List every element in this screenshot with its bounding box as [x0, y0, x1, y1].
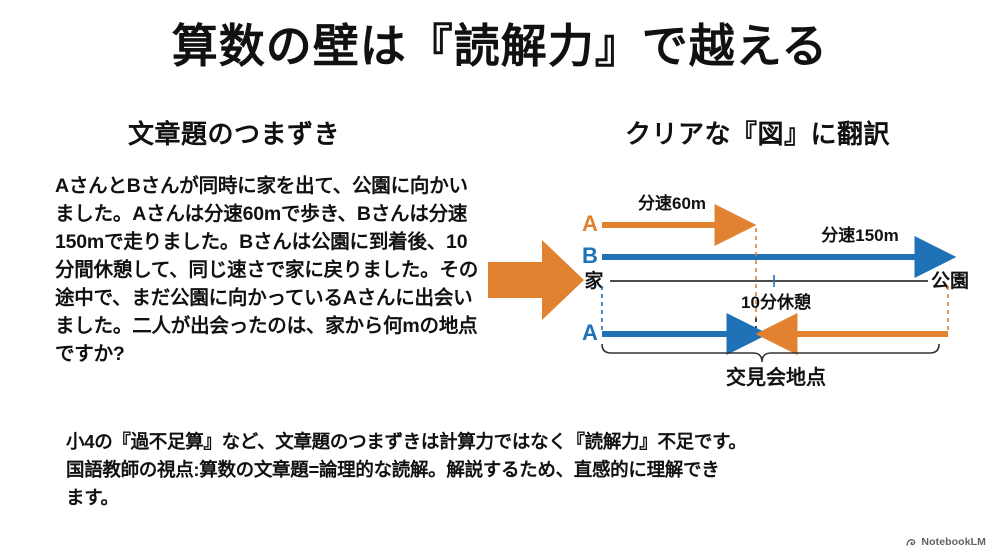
diagram-row2-speed-label: 分速150m — [821, 225, 898, 245]
problem-statement-text: AさんとBさんが同時に家を出て、公園に向かいました。Aさんは分速60mで歩き、B… — [55, 175, 479, 366]
summary-line-1: 小4の『過不足算』など、文章題のつまずきは計算力ではなく『読解力』不足です。 — [66, 431, 747, 452]
notebooklm-watermark: NotebookLM — [906, 536, 986, 548]
right-block-arrow-icon — [488, 240, 584, 320]
notebooklm-logo-icon — [906, 538, 916, 546]
diagram-row2-label: B — [582, 243, 598, 268]
page-title: 算数の壁は『読解力』で越える — [171, 20, 829, 72]
axis-end-label: 公園 — [931, 270, 969, 292]
left-column-heading: 文章題のつまずき — [128, 119, 341, 149]
transition-arrow — [488, 238, 584, 322]
summary-line-2: 国語教師の視点:算数の文章題=論理的な読解。解説するため、直感的に理解でき — [66, 459, 720, 481]
summary-line-3: ます。 — [66, 487, 119, 509]
axis-start-label: 家 — [584, 269, 604, 292]
meeting-point-brace — [601, 343, 940, 363]
timeline-diagram: A 分速60m B 分速150m 家 公園 10分休憩 A 交見会地点 — [580, 186, 980, 391]
diagram-row3-label: A — [582, 320, 598, 345]
right-column-heading: クリアな『図』に翻訳 — [625, 119, 891, 149]
meeting-point-label: 交見会地点 — [726, 365, 826, 389]
summary-paragraph: 小4の『過不足算』など、文章題のつまずきは計算力ではなく『読解力』不足です。 国… — [66, 428, 966, 512]
watermark-label: NotebookLM — [921, 536, 986, 548]
diagram-row1-speed-label: 分速60m — [638, 193, 706, 213]
axis-rest-note: 10分休憩 — [741, 292, 811, 312]
diagram-row1-label: A — [582, 211, 598, 236]
